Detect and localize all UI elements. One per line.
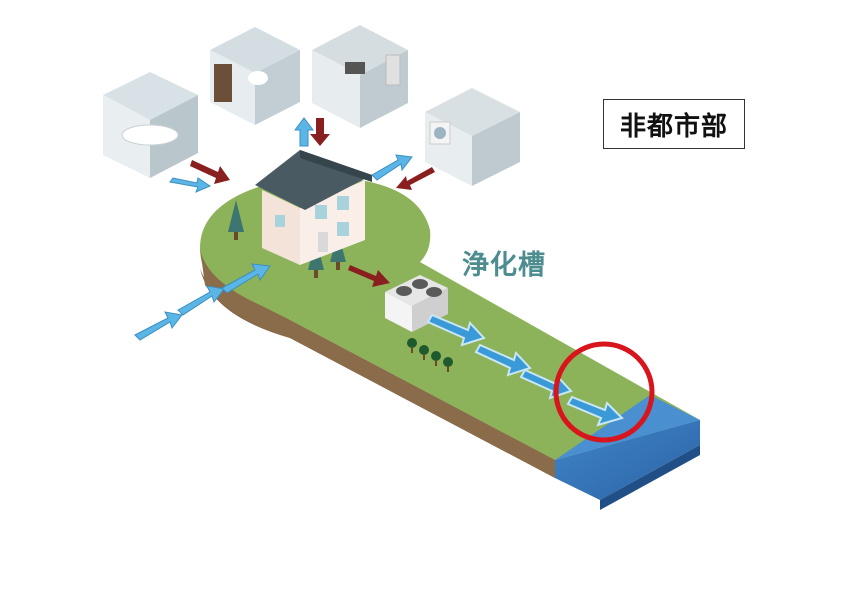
room-kitchen bbox=[312, 25, 408, 128]
room-laundry bbox=[425, 88, 520, 186]
room-bathroom bbox=[103, 72, 198, 178]
septic-tank-label: 浄化槽 bbox=[462, 243, 546, 282]
region-label: 非都市部 bbox=[603, 99, 745, 149]
room-toilet bbox=[210, 27, 300, 125]
